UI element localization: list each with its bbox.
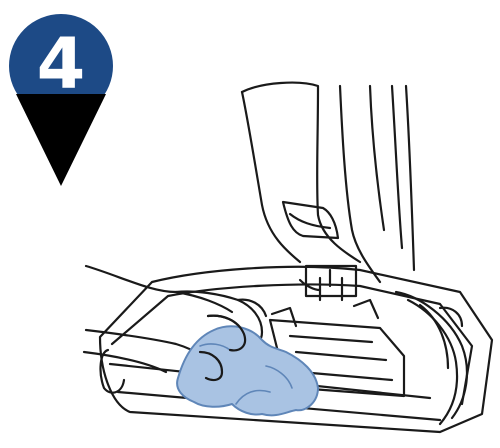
- vacuum-neck: [300, 266, 356, 300]
- vacuum-handle: [242, 83, 414, 282]
- cleaning-cloth: [177, 316, 318, 416]
- step-number: 4: [37, 29, 86, 99]
- down-arrow-icon: [16, 94, 106, 186]
